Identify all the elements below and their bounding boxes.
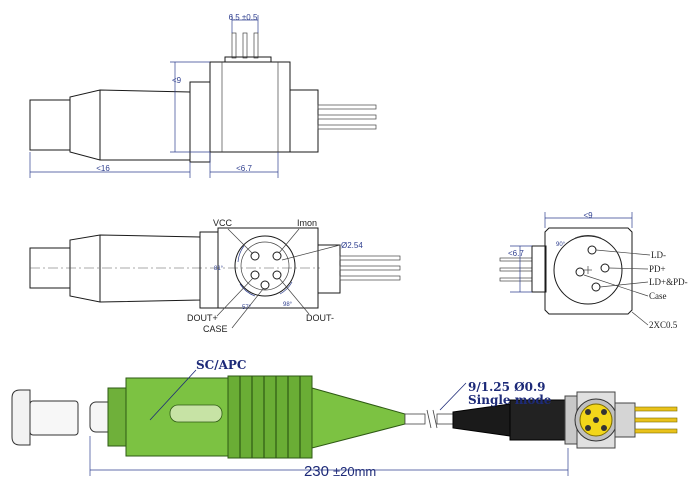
label-ld-pd-minus: LD+&PD- xyxy=(649,277,688,287)
top-back-lead-2 xyxy=(317,114,377,120)
end-lead-3 xyxy=(499,277,533,282)
end-view: <9 <6.7 90° LD- PD+ LD+&PD- Case 2XC0.5 xyxy=(499,211,688,330)
end-pin-pd-plus xyxy=(600,263,610,273)
mid-lead-2 xyxy=(339,265,401,271)
label-case: CASE xyxy=(203,324,228,334)
dim-top-height: <9 xyxy=(172,76,182,85)
angle-bottom-right: 98° xyxy=(283,302,293,308)
connector-boot xyxy=(311,387,406,449)
label-chamfer: 2XC0.5 xyxy=(649,320,678,330)
connector-window xyxy=(169,404,223,423)
dim-end-width: <9 xyxy=(583,211,593,220)
end-lead-2 xyxy=(499,267,533,272)
mid-rear-body xyxy=(317,244,341,294)
label-fiber-mode: Single mode xyxy=(468,393,552,407)
mid-header-inner xyxy=(240,241,290,291)
dust-cap-body xyxy=(29,400,79,436)
label-pd-plus: PD+ xyxy=(649,264,666,274)
top-flange xyxy=(189,81,211,163)
mid-pin-imon xyxy=(272,251,282,261)
end-pin-case xyxy=(575,267,585,277)
top-lead-3 xyxy=(253,32,259,59)
mid-lead-3 xyxy=(339,275,401,281)
label-dout-plus: DOUT+ xyxy=(187,313,218,323)
connector-grip xyxy=(227,375,313,459)
angle-end: 90° xyxy=(556,242,566,248)
top-view: 6.5 ±0.5 <9 <16 <6.7 xyxy=(29,13,377,178)
dust-cap-head xyxy=(11,389,31,446)
dim-total-length: 230 xyxy=(304,463,329,480)
receptacle-pin-4 xyxy=(601,425,607,431)
mid-lead-1 xyxy=(339,255,401,261)
label-vcc: VCC xyxy=(213,218,233,228)
top-back-lead-3 xyxy=(317,124,377,130)
end-housing xyxy=(544,227,633,315)
dim-pin-circle: Ø2.54 xyxy=(341,241,363,250)
fiber-segment-1 xyxy=(404,413,426,425)
dim-top-body: <6.7 xyxy=(236,164,252,173)
label-case-end: Case xyxy=(649,291,667,301)
end-header-outer xyxy=(553,235,623,305)
angle-left: 81° xyxy=(214,266,224,272)
top-rear-body xyxy=(289,89,319,153)
label-ld-minus: LD- xyxy=(651,250,666,260)
label-dout-minus: DOUT- xyxy=(306,313,334,323)
receptacle-pin-2 xyxy=(601,409,607,415)
dim-top-length: <16 xyxy=(96,164,110,173)
receptacle-boot-body xyxy=(509,399,566,441)
receptacle-boot xyxy=(452,403,511,437)
end-rear-body xyxy=(531,245,547,293)
mid-pin-case xyxy=(260,280,270,290)
dim-end-height: <6.7 xyxy=(508,249,524,258)
angle-bottom-left: 57° xyxy=(242,305,252,311)
middle-view: VCC Imon DOUT+ CASE DOUT- Ø2.54 81° 57° … xyxy=(29,218,401,334)
dim-total-tolerance: ±20mm xyxy=(333,464,376,479)
receptacle-rear xyxy=(614,402,636,438)
receptacle-pin-5 xyxy=(593,417,599,423)
receptacle-pin-1 xyxy=(585,409,591,415)
mid-pin-dout-plus xyxy=(250,270,260,280)
end-pin-ld-minus xyxy=(587,245,597,255)
label-imon: Imon xyxy=(297,218,317,228)
label-fiber-spec: 9/1.25 Ø0.9 xyxy=(468,380,545,394)
top-cable-boot xyxy=(29,89,191,161)
end-pin-ld-pd-minus xyxy=(591,282,601,292)
mid-pin-vcc xyxy=(250,251,260,261)
gold-lead-2 xyxy=(634,417,678,423)
top-lead-2 xyxy=(242,32,248,59)
mid-pin-dout-minus xyxy=(272,270,282,280)
gold-lead-1 xyxy=(634,406,678,412)
fiber-segment-2 xyxy=(436,413,454,425)
receptacle-pin-3 xyxy=(585,425,591,431)
mid-cable-boot xyxy=(29,234,201,303)
end-lead-1 xyxy=(499,257,533,262)
mid-header-outer xyxy=(234,235,296,297)
top-lead-1 xyxy=(231,32,237,59)
connector-front xyxy=(107,387,127,447)
dim-top-width: 6.5 ±0.5 xyxy=(229,13,258,22)
bottom-view: SC/APC 9/1.25 Ø0.9 Single mode 230 ±20mm xyxy=(11,358,678,480)
label-sc-apc: SC/APC xyxy=(196,358,246,372)
top-back-lead-1 xyxy=(317,104,377,110)
gold-lead-3 xyxy=(634,428,678,434)
